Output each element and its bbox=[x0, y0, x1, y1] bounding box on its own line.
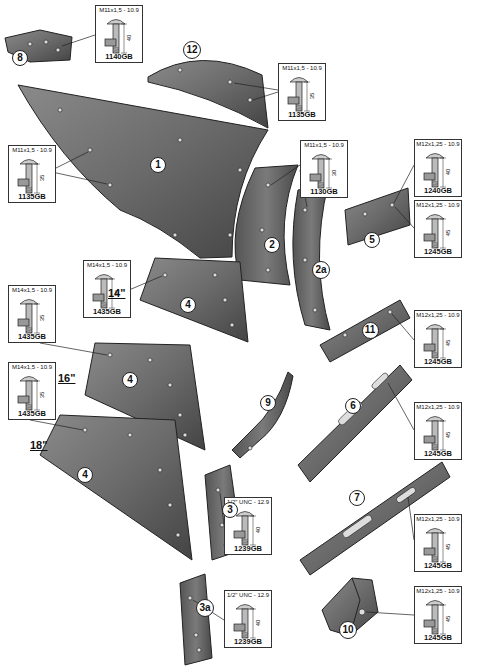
length-dimension: 40 bbox=[126, 34, 132, 41]
callout-number-text: 3 bbox=[227, 505, 233, 515]
callout-number-text: 12 bbox=[186, 45, 197, 55]
callout-number: 2 bbox=[264, 237, 280, 253]
part-number: 1140GB bbox=[96, 53, 142, 61]
size-label: 18" bbox=[30, 439, 47, 451]
size-label: 14" bbox=[108, 287, 125, 299]
part-number: 1435GB bbox=[9, 333, 55, 341]
part-number: 1130GB bbox=[301, 188, 347, 196]
bolt-spec-box: M12x1,25 - 10.9 1245GB 45 bbox=[414, 200, 462, 258]
callout-number-text: 2a bbox=[315, 265, 326, 275]
bolt-spec-box: M11x1,5 - 10.9 1135GB 35 bbox=[8, 145, 56, 203]
bolt-spec-box: M12x1,25 - 10.9 1240GB 40 bbox=[414, 139, 462, 197]
callout-number: 2a bbox=[312, 261, 330, 279]
bolt-spec-box: M12x1,25 - 10.9 1245GB 45 bbox=[414, 514, 462, 572]
callout-number-text: 5 bbox=[369, 235, 375, 245]
callout-number: 6 bbox=[345, 398, 361, 414]
part-number: 1239GB bbox=[225, 545, 271, 553]
part-number: 1245GB bbox=[415, 248, 461, 256]
thread-spec: 1/2" UNC - 12.9 bbox=[225, 592, 271, 599]
thread-spec: M14x1,5 - 10.9 bbox=[84, 262, 130, 269]
thread-spec: M11x1,5 - 10.9 bbox=[301, 142, 347, 149]
callout-number: 4 bbox=[122, 372, 138, 388]
callout-number: 4 bbox=[180, 297, 196, 313]
bolt-spec-box: M12x1,25 - 10.9 1245GB 45 bbox=[414, 586, 462, 644]
length-dimension: 40 bbox=[255, 619, 261, 626]
callout-number: 3a bbox=[196, 599, 214, 617]
part-number: 1240GB bbox=[415, 187, 461, 195]
part-number: 1135GB bbox=[279, 111, 325, 119]
callout-number-text: 9 bbox=[265, 398, 271, 408]
length-dimension: 35 bbox=[39, 314, 45, 321]
callout-number: 9 bbox=[260, 395, 276, 411]
thread-spec: M12x1,25 - 10.9 bbox=[415, 588, 461, 595]
callout-number-text: 10 bbox=[342, 625, 353, 635]
part-number: 1135GB bbox=[9, 193, 55, 201]
length-dimension: 45 bbox=[445, 431, 451, 438]
callout-number: 12 bbox=[183, 41, 201, 59]
thread-spec: M12x1,25 - 10.9 bbox=[415, 404, 461, 411]
thread-spec: M11x1,5 - 10.9 bbox=[279, 65, 325, 72]
part-number: 1245GB bbox=[415, 562, 461, 570]
callout-number: 4 bbox=[77, 467, 93, 483]
part-number: 1245GB bbox=[415, 358, 461, 366]
bolt-spec-box: M11x1,5 - 10.9 1130GB 30 bbox=[300, 140, 348, 198]
thread-spec: M12x1,25 - 10.9 bbox=[415, 202, 461, 209]
thread-spec: M11x1,5 - 10.9 bbox=[9, 147, 55, 154]
callout-number-text: 7 bbox=[354, 493, 360, 503]
length-dimension: 30 bbox=[331, 169, 337, 176]
length-dimension: 40 bbox=[445, 168, 451, 175]
callout-number: 10 bbox=[339, 621, 357, 639]
thread-spec: M11x1,5 - 10.9 bbox=[96, 7, 142, 14]
length-dimension: 45 bbox=[445, 339, 451, 346]
callout-number-text: 11 bbox=[365, 325, 376, 335]
bolt-spec-box: M12x1,25 - 10.9 1245GB 45 bbox=[414, 310, 462, 368]
bolt-spec-box: M11x1,5 - 10.9 1140GB 40 bbox=[95, 5, 143, 63]
part-number: 1435GB bbox=[9, 410, 55, 418]
length-dimension: 45 bbox=[445, 615, 451, 622]
length-dimension: 35 bbox=[39, 391, 45, 398]
part-number: 1245GB bbox=[415, 634, 461, 642]
callout-number: 8 bbox=[12, 50, 28, 66]
part-number: 1239GB bbox=[225, 638, 271, 646]
thread-spec: M12x1,25 - 10.9 bbox=[415, 141, 461, 148]
length-dimension: 45 bbox=[445, 543, 451, 550]
callout-number: 3 bbox=[222, 502, 238, 518]
bolt-spec-box: M11x1,5 - 10.9 1135GB 35 bbox=[278, 63, 326, 121]
length-dimension: 45 bbox=[445, 229, 451, 236]
callout-number-text: 4 bbox=[185, 300, 191, 310]
size-label: 16" bbox=[58, 372, 75, 384]
callout-number-text: 8 bbox=[17, 53, 23, 63]
callout-number-text: 1 bbox=[155, 160, 161, 170]
part-number: 1245GB bbox=[415, 450, 461, 458]
length-dimension: 40 bbox=[255, 526, 261, 533]
callout-number: 5 bbox=[364, 232, 380, 248]
bolt-spec-box: M14x1,5 - 10.9 1435GB 35 bbox=[8, 362, 56, 420]
callout-number-text: 4 bbox=[82, 470, 88, 480]
thread-spec: M14x1,5 - 10.9 bbox=[9, 364, 55, 371]
bolt-spec-box: M12x1,25 - 10.9 1245GB 45 bbox=[414, 402, 462, 460]
callout-number-text: 6 bbox=[350, 401, 356, 411]
callout-number-text: 3a bbox=[199, 603, 210, 613]
thread-spec: M12x1,25 - 10.9 bbox=[415, 516, 461, 523]
length-dimension: 35 bbox=[39, 174, 45, 181]
callout-number: 11 bbox=[362, 322, 379, 339]
callout-number: 7 bbox=[349, 490, 365, 506]
callout-number-text: 4 bbox=[127, 375, 133, 385]
thread-spec: M14x1,5 - 10.9 bbox=[9, 287, 55, 294]
callout-number: 1 bbox=[150, 157, 166, 173]
bolt-spec-box: 1/2" UNC - 12.9 1239GB 40 bbox=[224, 590, 272, 648]
length-dimension: 35 bbox=[309, 92, 315, 99]
callout-number-text: 2 bbox=[269, 240, 275, 250]
thread-spec: M12x1,25 - 10.9 bbox=[415, 312, 461, 319]
bolt-spec-box: M14x1,5 - 10.9 1435GB 35 bbox=[8, 285, 56, 343]
part-number: 1435GB bbox=[84, 308, 130, 316]
